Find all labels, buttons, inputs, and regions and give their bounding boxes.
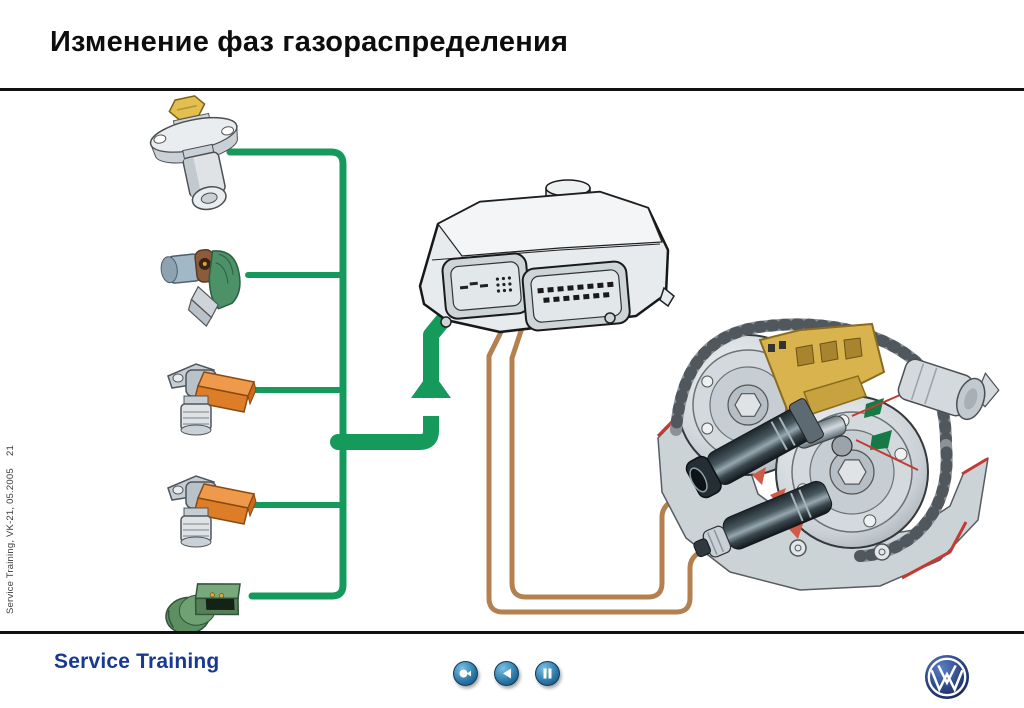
ecu-connector-1 <box>441 252 531 320</box>
engine-speed-sensor-illustration <box>160 248 241 328</box>
circle-play-icon <box>459 669 471 678</box>
ecu-illustration <box>418 179 675 334</box>
footer-divider <box>0 631 1024 634</box>
pause-icon <box>543 668 552 679</box>
triangle-left-icon <box>503 668 511 679</box>
connector-sensor-illustration <box>165 583 241 631</box>
pause-button[interactable] <box>535 661 560 686</box>
solenoid-actuator-upper <box>685 398 824 499</box>
camshaft-mechanism-illustration <box>656 318 1000 591</box>
page-title: Изменение фаз газораспределения <box>50 26 569 58</box>
actuator-wires-brown <box>486 309 717 615</box>
chain-guide <box>758 322 886 415</box>
media-button[interactable] <box>453 661 478 686</box>
vw-logo <box>924 654 970 700</box>
ecu-connector-2 <box>521 260 631 332</box>
camshaft-end-component <box>897 358 1000 421</box>
solenoid-actuator-lower <box>693 480 833 558</box>
navigation-buttons <box>453 661 560 686</box>
hall-sensor-illustration <box>167 363 257 436</box>
footer: Service Training <box>0 634 1024 708</box>
solenoid-valve-illustration <box>149 95 238 211</box>
signal-wires-green <box>226 148 466 600</box>
brand-label: Service Training <box>54 650 220 673</box>
diagram <box>149 95 1000 631</box>
back-button[interactable] <box>494 661 519 686</box>
hall-sensor-2-illustration <box>167 475 257 548</box>
flow-arrow-icon <box>410 370 452 416</box>
header-divider <box>0 88 1024 91</box>
